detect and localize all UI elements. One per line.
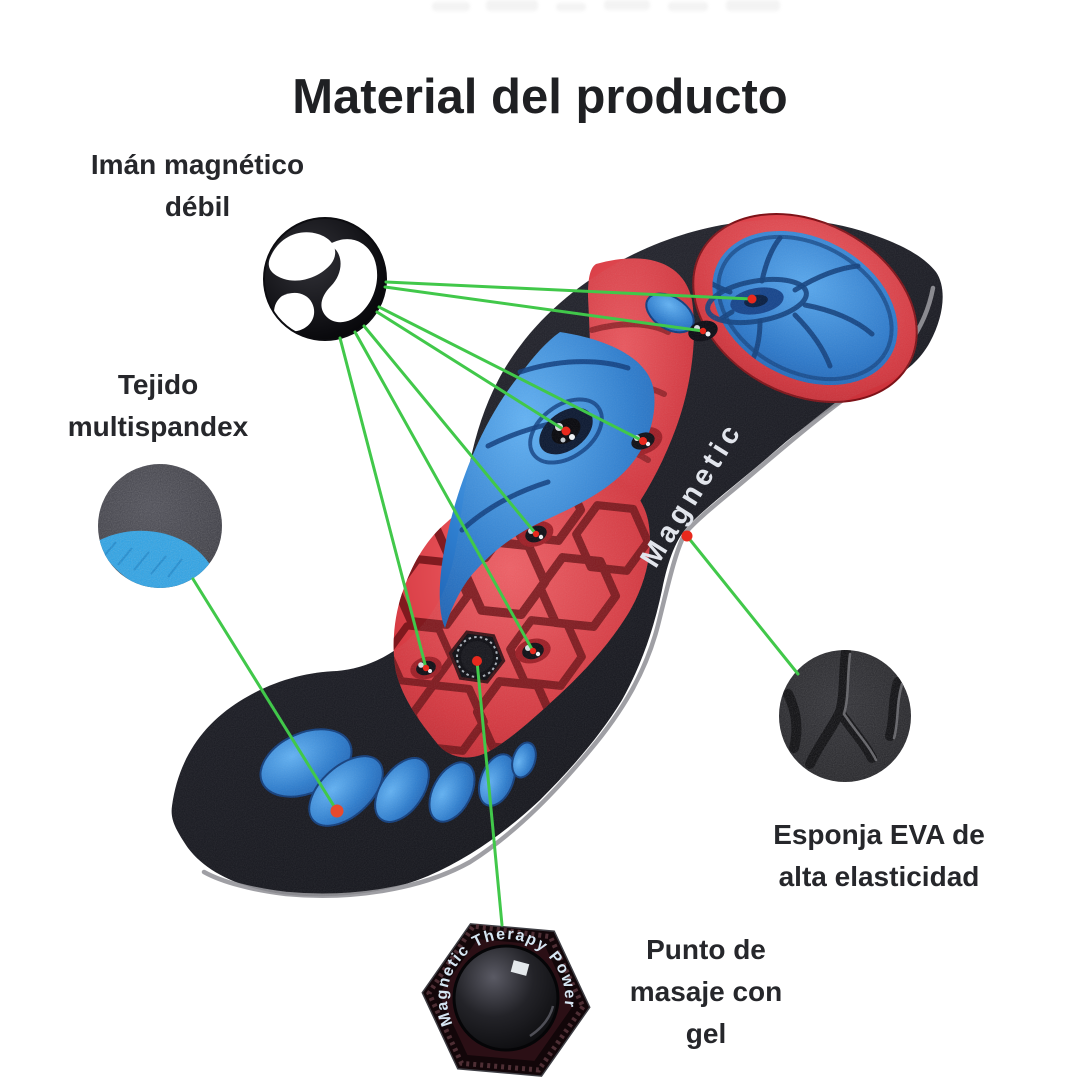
fabric-swatch-photo [98,464,222,588]
annotation-line [362,324,538,536]
label-magnet: Imán magnético débil [55,144,340,228]
cropped-text-artifact [604,0,650,10]
label-magnet-line1: Imán magnético [90,149,305,180]
label-fabric: Tejido multispandex [18,364,298,448]
eva-foam-photo [779,650,911,782]
cropped-text-artifact [668,2,708,11]
annotation-line [353,330,535,653]
cropped-text-artifact [726,0,780,11]
cropped-text-artifact [432,2,470,11]
page-title: Material del producto [292,69,788,124]
annotation-line [685,534,800,676]
marker-dots [330,294,757,818]
annotation-line [377,305,645,443]
cropped-text-artifact [486,0,538,11]
magnet-ball-photo [263,217,387,341]
annotation-lines [191,280,800,927]
gel-hexagon-photo: Magnetic Therapy Power [421,923,591,1077]
annotation-line [383,285,705,333]
label-eva: Esponja EVA de alta elasticidad [750,814,1008,898]
label-gel: Punto de masaje con gel [592,929,820,1055]
label-fabric-line2: multispandex [67,411,249,442]
annotation-line [191,577,339,813]
label-eva-line1: Esponja EVA de [773,819,985,850]
annotation-line [475,659,504,927]
annotation-line [384,280,754,301]
label-gel-line1: Punto de [646,934,766,965]
label-magnet-line2: débil [164,191,231,222]
label-gel-line3: gel [685,1018,727,1049]
label-eva-line2: alta elasticidad [778,861,980,892]
label-fabric-line1: Tejido [117,369,199,400]
annotation-line [375,310,568,433]
annotation-line [338,336,428,670]
label-gel-line2: masaje con [629,976,783,1007]
cropped-text-artifact [556,3,586,11]
